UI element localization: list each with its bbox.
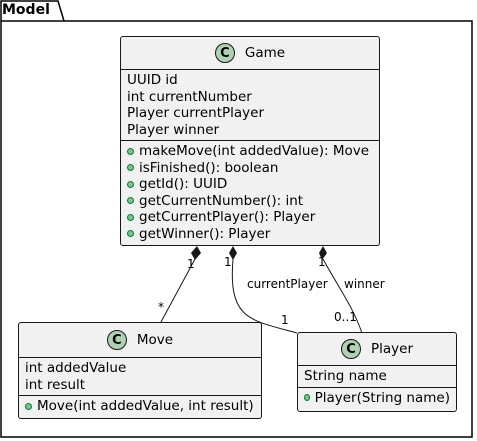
- field-item: int addedValue: [25, 360, 127, 376]
- method-item: makeMove(int addedValue): Move: [127, 143, 373, 160]
- method-signature: Move(int addedValue, int result): [37, 398, 254, 414]
- relation-game-player-winner-line: [322, 258, 363, 334]
- class-icon: C: [340, 339, 361, 359]
- public-method-icon: [127, 147, 134, 155]
- class-player-methods: Player(String name): [298, 388, 456, 409]
- method-signature: Player(String name): [314, 389, 450, 406]
- class-game[interactable]: C Game UUID id int currentNumber Player …: [120, 36, 380, 246]
- method-item: getId(): UUID: [127, 176, 373, 193]
- public-method-icon: [127, 213, 134, 221]
- public-method-icon: [127, 230, 134, 238]
- class-player[interactable]: C Player String name Player(String name): [297, 332, 457, 412]
- relation-label-current: currentPlayer: [247, 277, 328, 291]
- method-signature: makeMove(int addedValue): Move: [139, 143, 370, 159]
- method-item: getWinner(): Player: [127, 226, 373, 243]
- class-game-header: C Game: [121, 37, 379, 70]
- field-item: int result: [25, 376, 86, 393]
- composition-diamond-move: [191, 246, 201, 260]
- class-game-name: Game: [244, 45, 286, 61]
- class-move[interactable]: C Move int addedValue int result Move(in…: [18, 322, 262, 419]
- class-move-fields: int addedValue int result: [19, 358, 261, 396]
- class-player-fields: String name: [298, 366, 456, 388]
- field-item: String name: [304, 368, 387, 384]
- class-icon: C: [106, 330, 127, 350]
- method-item: getCurrentPlayer(): Player: [127, 209, 373, 226]
- composition-diamond-current: [229, 246, 237, 260]
- method-item: getCurrentNumber(): int: [127, 193, 373, 210]
- package-name: Model: [2, 2, 50, 18]
- multiplicity-winner-target: 0..1: [334, 310, 357, 324]
- class-move-header: C Move: [19, 323, 261, 358]
- public-method-icon: [304, 394, 310, 402]
- class-player-header: C Player: [298, 333, 456, 366]
- class-move-name: Move: [136, 332, 174, 348]
- multiplicity-game-move-source: 1: [187, 257, 195, 271]
- multiplicity-game-move-target: *: [158, 300, 164, 314]
- class-game-methods: makeMove(int addedValue): Move isFinishe…: [121, 141, 379, 244]
- field-item: Player winner: [127, 121, 220, 138]
- method-item: Move(int addedValue, int result): [25, 398, 255, 415]
- multiplicity-winner-source: 1: [318, 255, 326, 269]
- relation-label-winner: winner: [344, 277, 385, 291]
- class-player-name: Player: [370, 341, 413, 357]
- public-method-icon: [127, 180, 134, 188]
- method-signature: getCurrentNumber(): int: [139, 192, 304, 209]
- method-signature: getCurrentPlayer(): Player: [139, 209, 316, 225]
- method-signature: isFinished(): boolean: [139, 159, 279, 176]
- method-signature: getId(): UUID: [139, 176, 228, 192]
- field-item: Player currentPlayer: [127, 105, 265, 121]
- class-icon: C: [214, 43, 235, 63]
- public-method-icon: [127, 197, 134, 205]
- multiplicity-current-target: 1: [281, 313, 289, 327]
- field-item: int currentNumber: [127, 88, 252, 105]
- multiplicity-current-source: 1: [224, 255, 232, 269]
- method-item: isFinished(): boolean: [127, 160, 373, 177]
- relation-game-player-current-line: [231, 258, 298, 334]
- class-move-methods: Move(int addedValue, int result): [19, 396, 261, 417]
- class-game-fields: UUID id int currentNumber Player current…: [121, 70, 379, 141]
- public-method-icon: [127, 164, 134, 172]
- method-item: Player(String name): [304, 390, 450, 407]
- composition-diamond-winner: [319, 246, 327, 260]
- public-method-icon: [25, 402, 32, 410]
- field-item: UUID id: [127, 72, 178, 88]
- method-signature: getWinner(): Player: [139, 225, 271, 242]
- relation-game-move-line: [160, 258, 196, 323]
